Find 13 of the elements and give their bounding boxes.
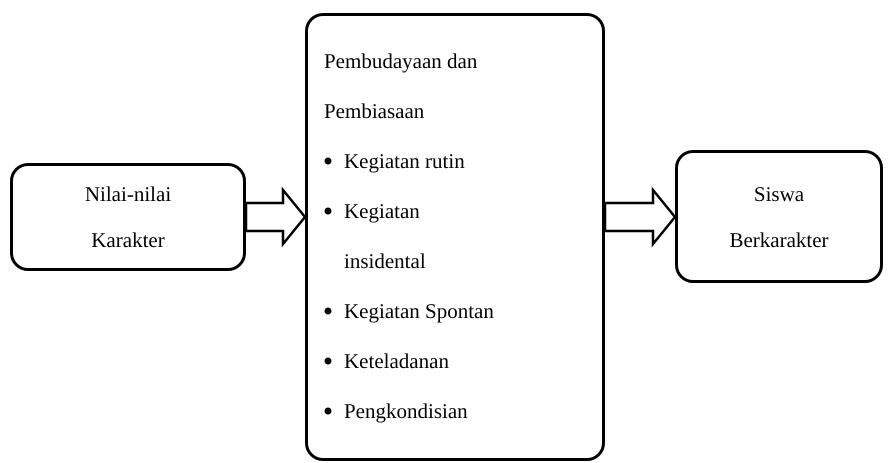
box-label: Nilai-nilai Karakter — [84, 181, 172, 254]
rounded-box — [675, 150, 883, 283]
block-arrow — [244, 186, 307, 248]
rounded-box — [10, 163, 246, 271]
box-label: Siswa Berkarakter — [728, 180, 830, 254]
list-item: Kegiatan Spontan — [344, 298, 494, 325]
block-arrow — [604, 186, 677, 248]
list-item: Keteladanan — [344, 348, 449, 375]
list-item: Kegiatan rutin — [344, 148, 465, 175]
box-heading: Pembudayaan dan Pembiasaan — [324, 48, 478, 125]
list-item: Pengkondisian — [344, 398, 468, 425]
rounded-box — [305, 13, 605, 461]
list-item: Kegiatan insidental — [344, 198, 427, 275]
